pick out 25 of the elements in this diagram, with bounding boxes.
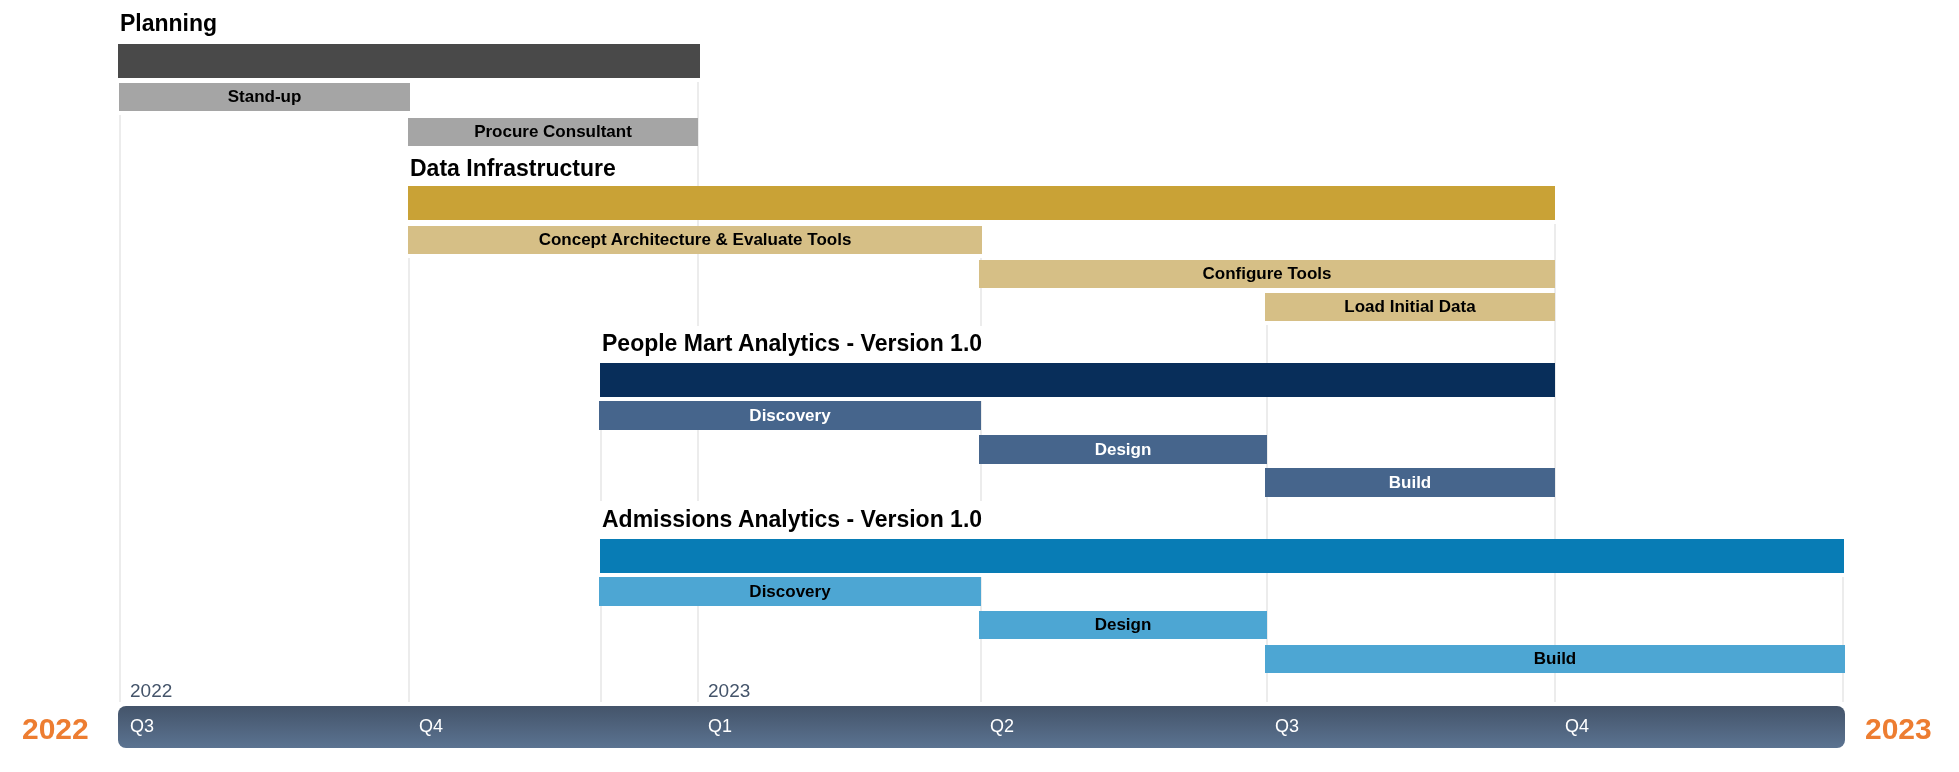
task-bar: Build [1265,645,1845,673]
task-bar: Stand-up [119,83,410,111]
phase-heading: Admissions Analytics - Version 1.0 [602,506,983,533]
year-label: 2022 [22,712,89,746]
quarter-label: Q1 [708,716,732,737]
phase-heading: People Mart Analytics - Version 1.0 [602,330,983,357]
task-bar: Concept Architecture & Evaluate Tools [408,226,982,254]
year-label: 2022 [130,680,173,702]
phase-heading: Planning [120,10,218,37]
quarter-label: Q4 [419,716,443,737]
year-label: 2023 [708,680,751,702]
quarter-label: Q3 [1275,716,1299,737]
task-bar: Configure Tools [979,260,1555,288]
quarter-label: Q3 [130,716,154,737]
task-bar: Procure Consultant [408,118,698,146]
task-bar: Discovery [599,401,981,430]
task-bar: Design [979,435,1267,464]
quarter-label: Q2 [990,716,1014,737]
quarter-label: Q4 [1565,716,1589,737]
task-bar: Design [979,611,1267,639]
task-bar: Build [1265,468,1555,497]
task-bar: Discovery [599,577,981,606]
year-label: 2023 [1865,712,1932,746]
phase-heading: Data Infrastructure [410,155,616,182]
task-bar: Load Initial Data [1265,293,1555,321]
